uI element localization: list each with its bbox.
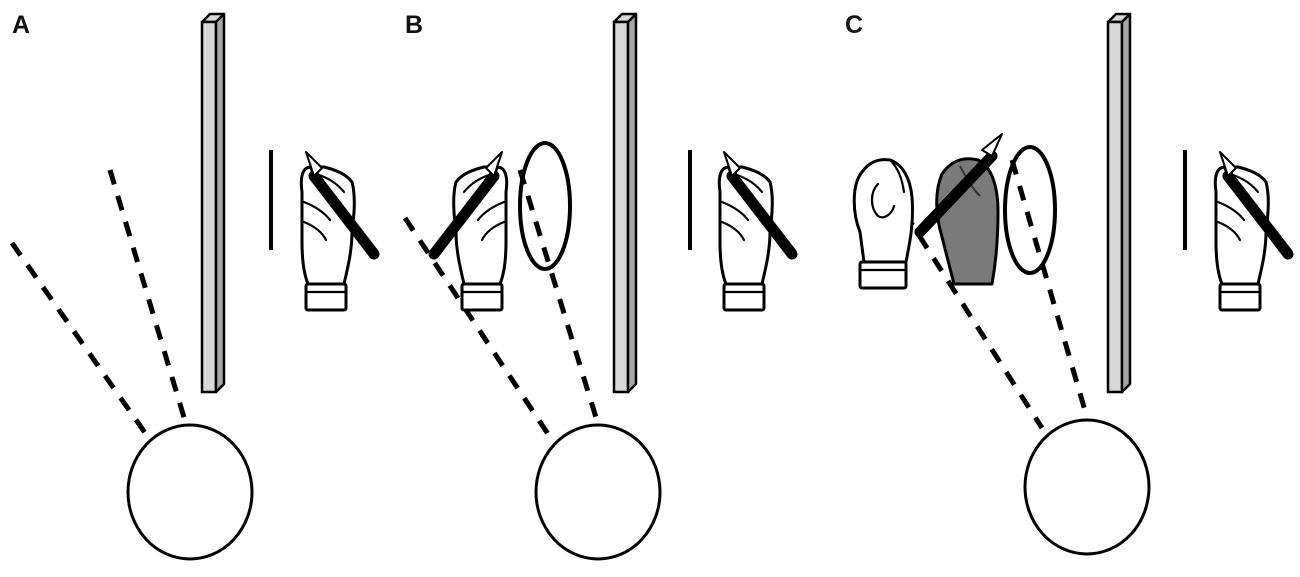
hidden-hand-pencil xyxy=(719,152,792,310)
panel-label-a: A xyxy=(12,11,30,39)
observer-head xyxy=(126,423,254,561)
observer-head xyxy=(1023,418,1151,556)
empty-hand xyxy=(852,158,915,290)
sightline-left xyxy=(402,216,555,442)
panel-label-c: C xyxy=(845,11,863,39)
panel-b: B xyxy=(402,11,792,561)
sightline-left xyxy=(887,188,1045,430)
mirror-drawing-ellipse xyxy=(518,141,572,271)
sightline-left xyxy=(9,241,151,439)
panel-label-b: B xyxy=(405,11,423,39)
mirror-hand-pencil xyxy=(434,152,507,310)
panel-a: A xyxy=(9,11,374,561)
sightline-right xyxy=(517,169,601,425)
mirror-barrier xyxy=(200,12,226,394)
sightline-right xyxy=(107,169,189,425)
panel-c: C xyxy=(845,11,1288,556)
fake-hand-pencil xyxy=(914,133,1003,286)
hidden-hand-pencil xyxy=(301,152,374,310)
sightline-right xyxy=(1009,159,1089,415)
observer-head xyxy=(534,423,662,561)
hidden-hand-pencil xyxy=(1215,152,1288,310)
mirror-barrier xyxy=(1106,12,1132,394)
mirror-barrier xyxy=(612,12,638,394)
mirror-drawing-ellipse xyxy=(1003,145,1057,275)
